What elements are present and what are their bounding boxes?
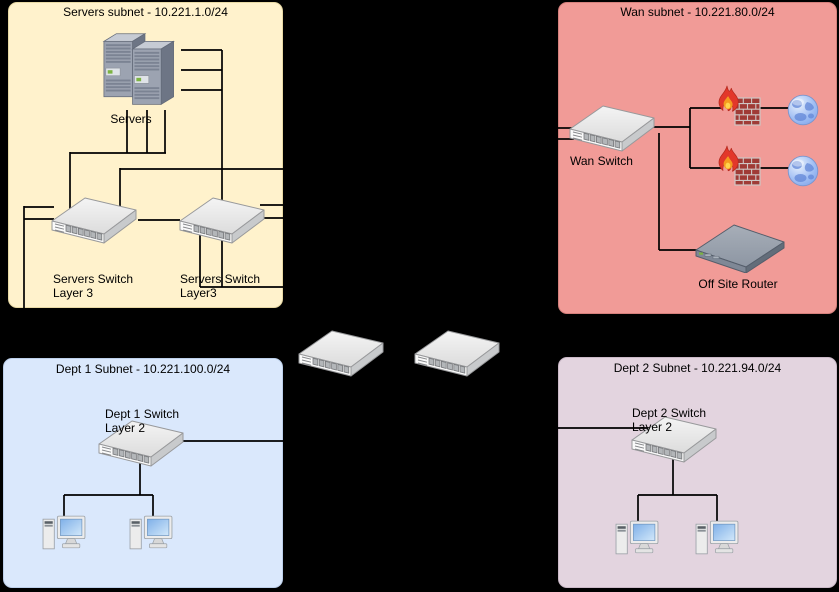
internet-globe2-icon[interactable] [787,155,819,187]
servers-subnet-wires [23,49,283,308]
dept2-computer2-icon[interactable] [695,519,740,558]
middle-switch-right-icon[interactable] [407,322,503,378]
wan-subnet-title: Wan subnet - 10.221.80.0/24 [620,5,775,19]
dept1-subnet-box[interactable] [3,358,283,588]
dept1-computer1-icon[interactable] [42,514,87,553]
internet-globe1-icon[interactable] [787,94,819,126]
dept1-subnet-title: Dept 1 Subnet - 10.221.100.0/24 [55,362,231,376]
firewall2-icon[interactable] [716,145,762,189]
dept1-computer2-icon[interactable] [129,514,174,553]
firewall1-icon[interactable] [716,85,762,129]
wan-subnet-wires [558,107,789,251]
middle-switch-left-icon[interactable] [291,322,387,378]
servers-icon[interactable] [100,28,188,112]
wan-subnet-box[interactable] [558,2,837,314]
wan-switch-label: Wan Switch [570,154,633,168]
servers-subnet-title: Servers subnet - 10.221.1.0/24 [63,5,228,19]
servers-label: Servers [110,112,152,126]
servers-switch2-icon[interactable] [172,190,268,244]
dept2-subnet-title: Dept 2 Subnet - 10.221.94.0/24 [613,361,782,375]
servers-switch1-icon[interactable] [44,190,140,244]
wan-switch-icon[interactable] [562,98,658,152]
offsite-router-icon[interactable] [690,221,788,273]
offsite-router-label: Off Site Router [698,277,778,291]
dept2-computer1-icon[interactable] [615,519,660,558]
